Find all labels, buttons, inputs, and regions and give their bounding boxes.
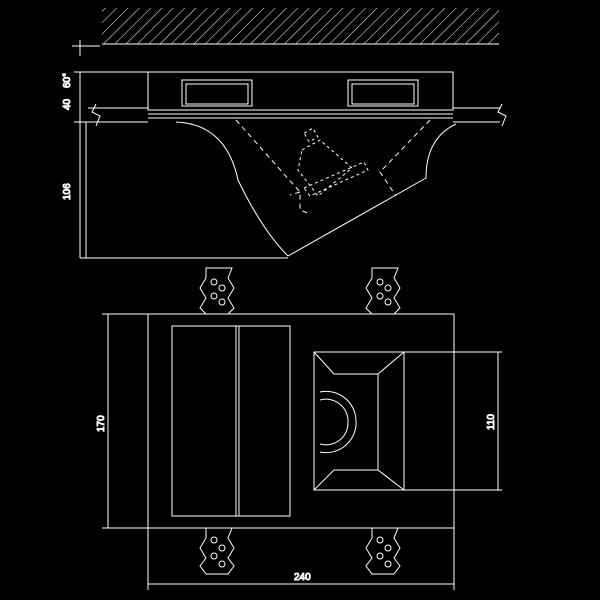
dim-angle-label: 60° (62, 73, 73, 88)
section-view: 60° 40 106 (62, 40, 507, 259)
spring-clip-plan-bottom-left (199, 527, 235, 575)
dim-depth-label: 106 (62, 183, 73, 200)
spring-clip-plan-top-right (365, 267, 401, 315)
spring-clip-right (347, 79, 419, 107)
dim-width-label: 240 (294, 572, 311, 583)
ceiling-board (88, 103, 507, 127)
dim-plan-lines (102, 313, 502, 590)
lamp-icon (297, 127, 369, 197)
dim-left-section (72, 40, 288, 259)
dim-opening-label: 110 (486, 414, 497, 430)
ceiling-slab-hatch (102, 8, 499, 45)
plan-view: 170 110 240 (96, 267, 502, 590)
dim-flange-label: 40 (62, 98, 73, 110)
plan-left-module (171, 325, 291, 517)
plan-spotlight-box (313, 351, 405, 491)
spring-clip-plan-top-left (199, 267, 235, 315)
spring-clip-plan-bottom-right (365, 527, 401, 575)
plan-lamp-ring (319, 390, 357, 454)
plan-outer-body (147, 313, 455, 529)
plaster-body-outline (175, 121, 457, 257)
spring-clip-left (181, 79, 253, 107)
cavity-dashed (235, 119, 431, 215)
dim-height-label: 170 (96, 415, 107, 432)
